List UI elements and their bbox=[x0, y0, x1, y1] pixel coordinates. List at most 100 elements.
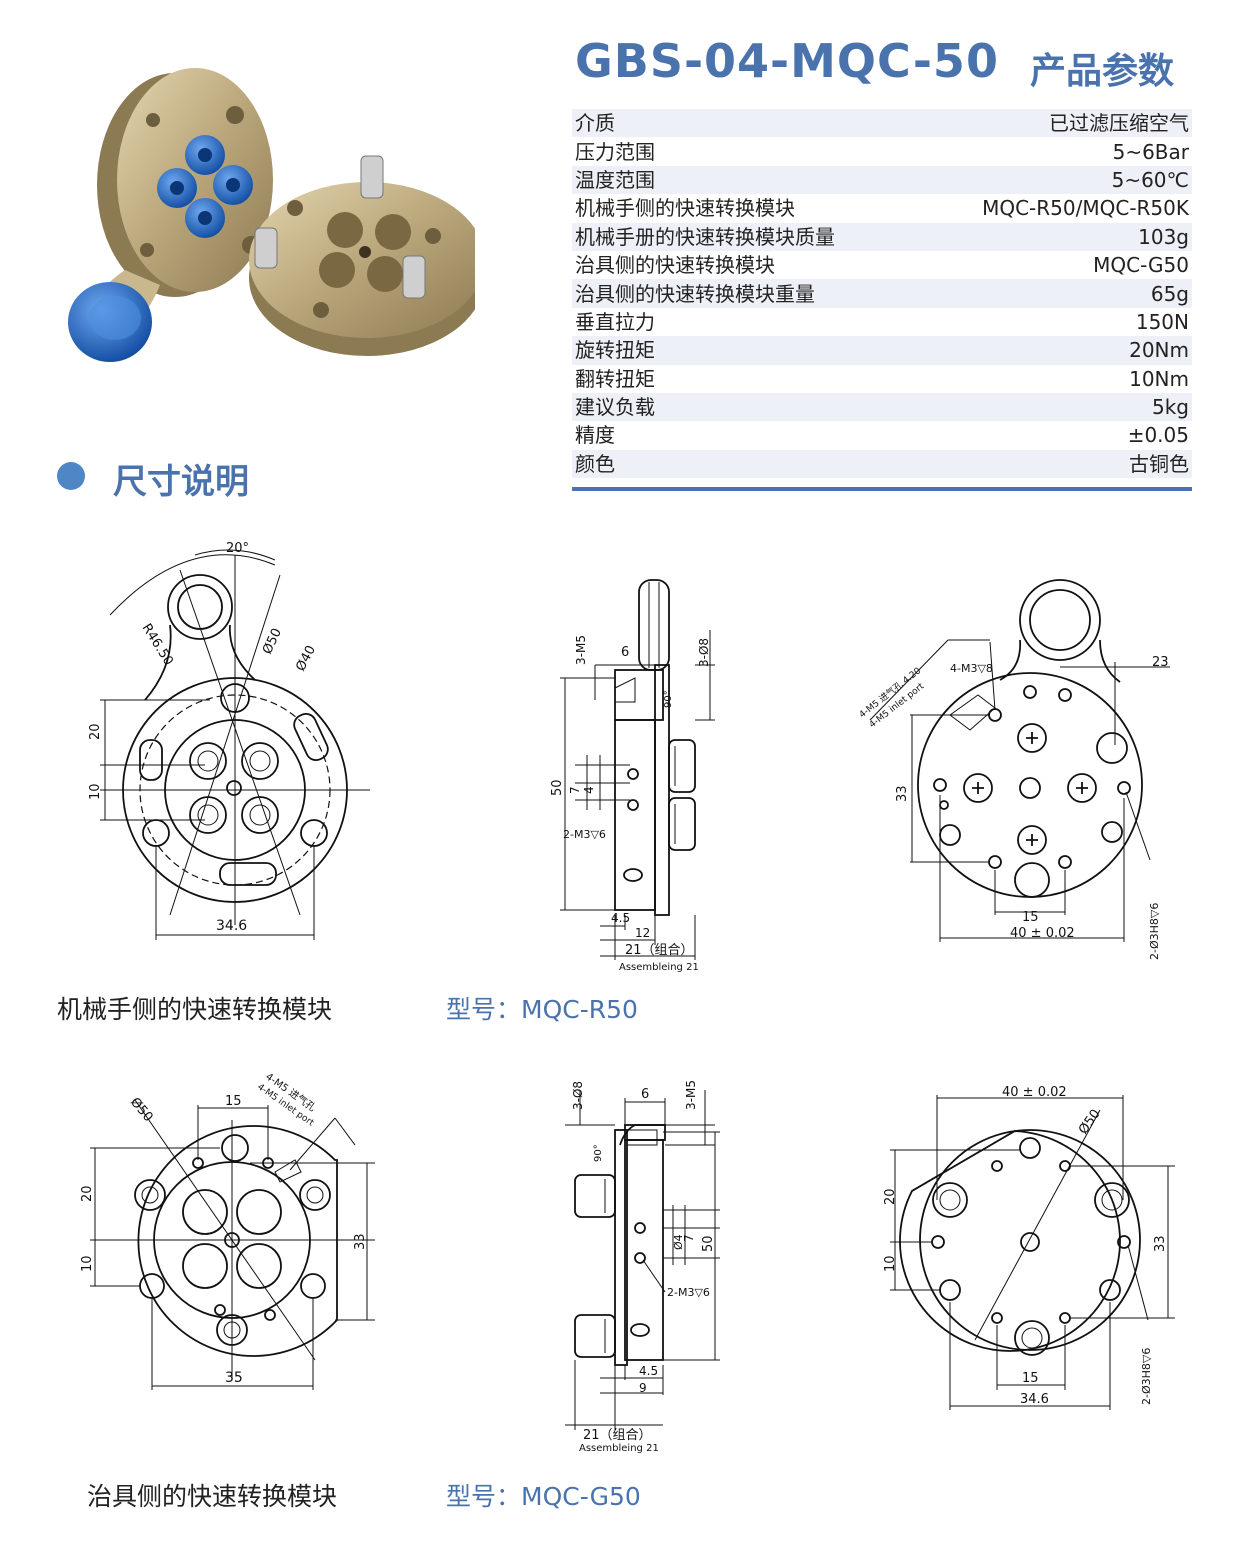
dim-w6: 6 bbox=[621, 645, 629, 660]
dim-h33: 33 bbox=[895, 785, 910, 802]
dim-assembly-en: Assembleing 21 bbox=[619, 962, 699, 973]
spec-table-rule bbox=[572, 487, 1192, 491]
params-heading: 产品参数 bbox=[1030, 51, 1175, 92]
spec-value: 5kg bbox=[916, 392, 1192, 422]
spec-label: 治具侧的快速转换模块 bbox=[575, 253, 775, 278]
spec-label: 精度 bbox=[575, 423, 615, 448]
dim-d40: Ø40 bbox=[293, 643, 319, 674]
dim-h7: 7 bbox=[568, 786, 582, 794]
spec-row: 机械手侧的快速转换模块 MQC-R50/MQC-R50K bbox=[572, 194, 1192, 222]
spec-row: 治具侧的快速转换模块 MQC-G50 bbox=[572, 251, 1192, 279]
dim-w40: 40 ± 0.02 bbox=[1010, 926, 1075, 941]
spec-value: 5~6Bar bbox=[1112, 139, 1189, 164]
spec-label: 垂直拉力 bbox=[575, 309, 655, 334]
dim-h10: 10 bbox=[883, 1255, 898, 1272]
spec-label: 旋转扭矩 bbox=[572, 336, 917, 365]
dim-d50: Ø50 bbox=[260, 626, 285, 657]
fixture-side-model: 型号：MQC-G50 bbox=[446, 1482, 641, 1511]
dim-h50: 50 bbox=[550, 779, 565, 796]
fixture-front-drawing: Ø50 15 4-M5 进气孔 4-M5 inlet port 20 10 33… bbox=[80, 1070, 375, 1390]
spec-row: 压力范围 5~6Bar bbox=[572, 137, 1192, 165]
dim-t45: 4.5 bbox=[611, 911, 630, 925]
spec-label: 压力范围 bbox=[575, 139, 655, 164]
spec-value: MQC-G50 bbox=[1093, 253, 1189, 278]
fixture-side-drawing: 3-Ø8 6 3-M5 90° Ø4 7 50 2-M3▽6 4.5 9 21（… bbox=[565, 1080, 720, 1454]
dim-t12: 12 bbox=[635, 926, 650, 940]
spec-value: 150N bbox=[1135, 309, 1189, 334]
dim-d8: 3-Ø8 bbox=[571, 1081, 585, 1110]
spec-value: 20Nm bbox=[916, 336, 1192, 365]
dim-t9: 9 bbox=[639, 1381, 647, 1395]
dim-m5: 3-M5 bbox=[684, 1080, 698, 1110]
dim-d50: Ø50 bbox=[127, 1095, 156, 1125]
dim-w15: 15 bbox=[1022, 1371, 1039, 1386]
spec-label: 翻转扭矩 bbox=[575, 366, 655, 391]
spec-value: 已过滤压缩空气 bbox=[916, 109, 1192, 138]
dim-m3: 2-M3▽6 bbox=[667, 1286, 710, 1299]
product-photo bbox=[68, 68, 475, 362]
robot-side-drawing: 3-M5 6 3-Ø8 90° 50 7 4 2-M3▽6 4.5 12 21（… bbox=[550, 579, 715, 973]
robot-side-caption: 机械手侧的快速转换模块 bbox=[57, 995, 333, 1024]
dim-assembly: 21（组合） bbox=[625, 943, 694, 958]
spec-row: 垂直拉力 150N bbox=[572, 308, 1192, 336]
spec-value: 5~60℃ bbox=[916, 165, 1192, 195]
spec-label: 介质 bbox=[572, 109, 917, 138]
dim-assembly-en: Assembleing 21 bbox=[579, 1443, 659, 1454]
dim-t45: 4.5 bbox=[639, 1364, 658, 1378]
dim-w23: 23 bbox=[1152, 655, 1169, 670]
spec-label: 颜色 bbox=[572, 449, 917, 479]
dim-h33: 33 bbox=[353, 1233, 368, 1250]
dim-assembly: 21（组合） bbox=[583, 1428, 652, 1443]
dim-h33: 33 bbox=[1153, 1235, 1168, 1252]
dim-angle: 20° bbox=[226, 541, 249, 556]
dim-h10: 10 bbox=[88, 783, 103, 800]
dim-h4: 4 bbox=[582, 786, 596, 794]
dim-h20: 20 bbox=[80, 1185, 95, 1202]
spec-row: 精度 ±0.05 bbox=[572, 421, 1192, 449]
dim-m3: 2-M3▽6 bbox=[563, 828, 606, 841]
spec-label: 机械手册的快速转换模块质量 bbox=[572, 222, 917, 251]
dim-w15: 15 bbox=[1022, 910, 1039, 925]
dim-h20: 20 bbox=[883, 1188, 898, 1205]
dim-pin: 2-Ø3H8▽6 bbox=[1140, 1348, 1153, 1405]
product-model-title: GBS-04-MQC-50 bbox=[575, 34, 999, 88]
dim-h50: 50 bbox=[701, 1235, 716, 1252]
spec-value: MQC-R50/MQC-R50K bbox=[982, 196, 1189, 221]
spec-label: 建议负载 bbox=[572, 392, 917, 422]
spec-label: 温度范围 bbox=[572, 165, 917, 195]
bullet-dot-icon bbox=[57, 462, 85, 490]
spec-row: 介质已过滤压缩空气 bbox=[572, 109, 1192, 138]
fixture-module-photo bbox=[249, 155, 475, 356]
dim-w6: 6 bbox=[641, 1087, 649, 1102]
robot-front-drawing: 20° R46.50 Ø50 Ø40 20 10 34.6 bbox=[88, 541, 370, 940]
dim-m3: 4-M3▽8 bbox=[950, 662, 993, 675]
dim-m5: 3-M5 bbox=[574, 635, 588, 665]
spec-value: 103g bbox=[916, 222, 1192, 251]
dim-w40: 40 ± 0.02 bbox=[1002, 1085, 1067, 1100]
spec-value: ±0.05 bbox=[1127, 423, 1189, 448]
spec-value: 65g bbox=[916, 279, 1192, 308]
dim-width: 34.6 bbox=[1020, 1392, 1049, 1407]
fixture-side-caption: 治具侧的快速转换模块 bbox=[87, 1482, 338, 1511]
dim-angle: 90° bbox=[593, 1144, 604, 1162]
robot-back-drawing: 4-M3▽8 4-M5 进气孔 4.20 4-M5 inlet port 23 … bbox=[856, 579, 1170, 960]
dim-h7: 7 bbox=[682, 1234, 696, 1242]
robot-module-photo bbox=[68, 68, 273, 362]
fixture-back-drawing: 40 ± 0.02 Ø50 20 10 33 2-Ø3H8▽6 15 34.6 bbox=[883, 1085, 1175, 1410]
dim-angle: 90° bbox=[663, 690, 674, 708]
dim-width: 35 bbox=[225, 1370, 243, 1386]
robot-side-model: 型号：MQC-R50 bbox=[446, 995, 638, 1024]
dim-width: 34.6 bbox=[216, 918, 247, 934]
spec-value: 10Nm bbox=[1129, 366, 1189, 391]
dim-h20: 20 bbox=[88, 723, 103, 740]
spec-label: 机械手侧的快速转换模块 bbox=[575, 196, 795, 221]
spec-label: 治具侧的快速转换模块重量 bbox=[572, 279, 917, 308]
dim-w15: 15 bbox=[225, 1094, 242, 1109]
dim-pin: 2-Ø3H8▽6 bbox=[1148, 903, 1161, 960]
dim-h4: Ø4 bbox=[672, 1234, 685, 1250]
